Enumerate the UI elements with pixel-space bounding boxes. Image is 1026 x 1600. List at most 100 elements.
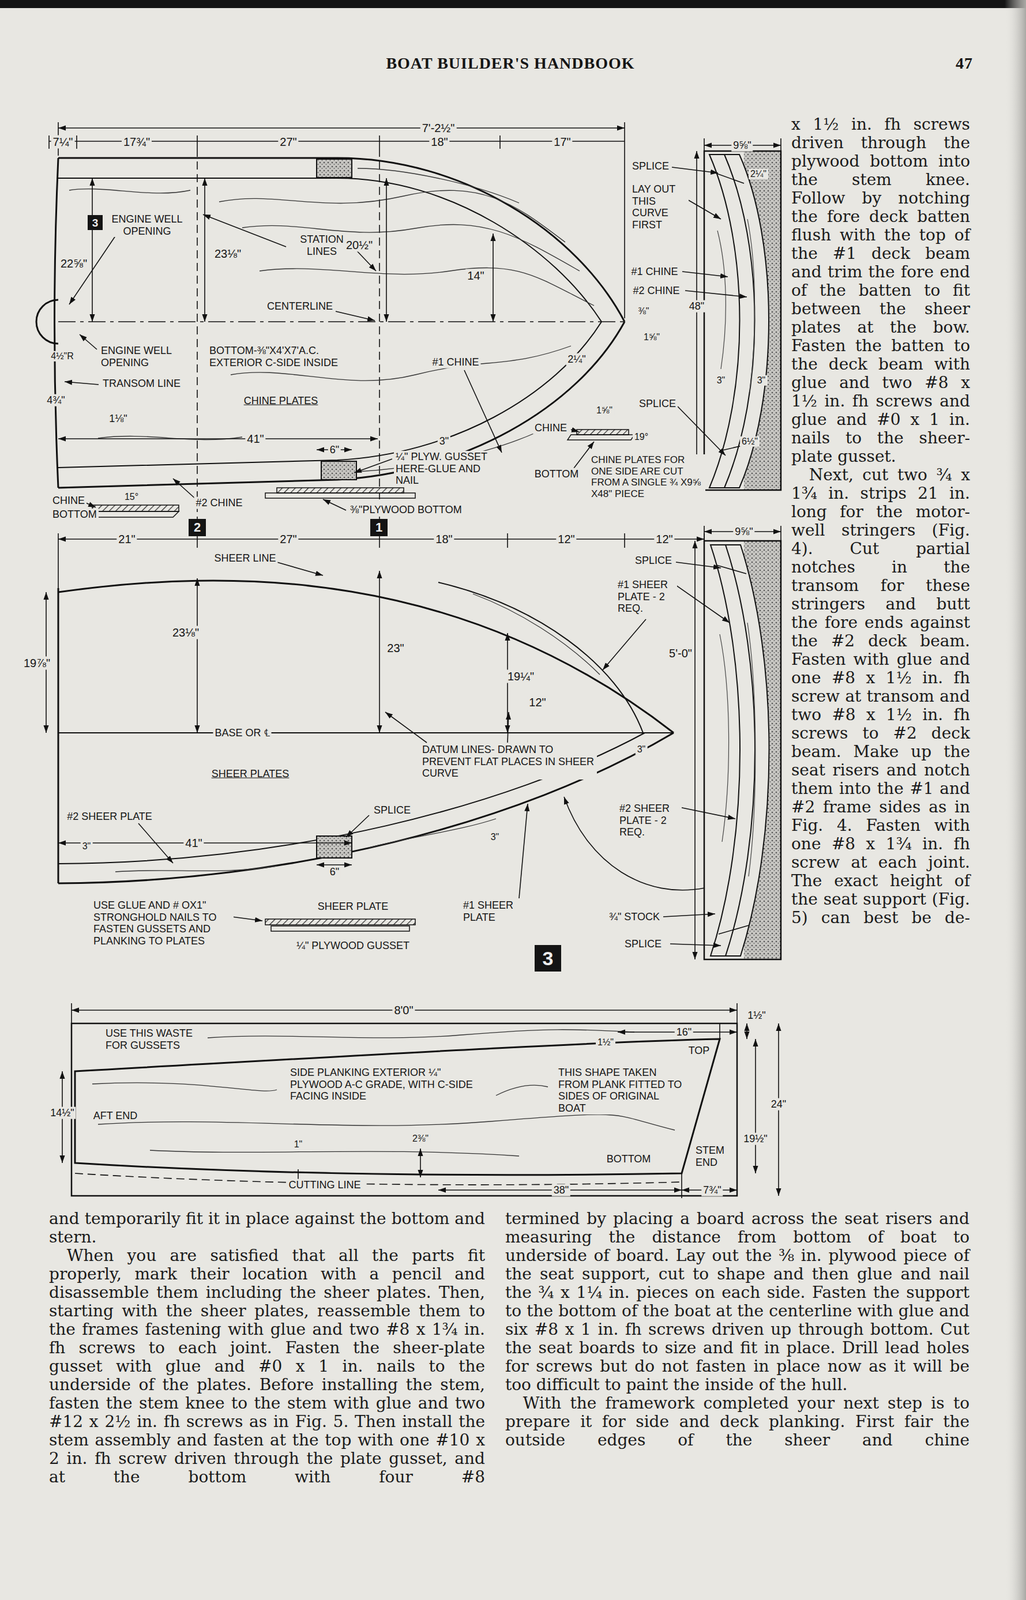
dimension-label: 9⅝": [733, 525, 755, 539]
drawing-note: CHINE: [50, 494, 87, 507]
drawing-note: BOTTOM-⅜"X4'X7'A.C. EXTERIOR C-SIDE INSI…: [207, 344, 356, 369]
dimension-label: BASE OR ℄: [212, 727, 272, 740]
dimension-label: 17": [551, 135, 573, 149]
dimension-label: CHINE: [532, 422, 569, 435]
drawing-note: SIDE PLANKING EXTERIOR ¼" PLYWOOD A-C GR…: [288, 1066, 488, 1103]
running-head: BOAT BUILDER'S HANDBOOK: [384, 54, 637, 73]
dimension-label: 1½": [595, 1037, 616, 1048]
dimension-label: 23": [385, 641, 406, 656]
dimension-label: 6½": [739, 436, 760, 447]
drawing-note: TRANSOM LINE: [100, 377, 183, 390]
callout-number: 3: [542, 948, 554, 969]
dimension-label: 6": [328, 866, 341, 879]
dimension-label: 15°: [122, 491, 141, 503]
callout-number: 3: [92, 217, 99, 229]
drawing-note: THIS SHAPE TAKEN FROM PLANK FITTED TO SI…: [556, 1066, 684, 1115]
dimension-label: 5'-0": [667, 647, 694, 661]
dimension-label: 22⅝": [58, 257, 89, 271]
drawing-note: LAY OUT THIS CURVE FIRST: [630, 183, 689, 232]
dimension-label: SPLICE: [633, 554, 674, 567]
dimension-label: TOP: [686, 1045, 712, 1058]
body-text: and temporarily fit it in place against …: [49, 1209, 486, 1247]
dimension-label: 48": [687, 300, 706, 313]
dimension-label: 18": [433, 532, 454, 547]
dimension-label: BOTTOM: [604, 1153, 653, 1166]
dimension-label: 19¼": [505, 670, 536, 684]
dimension-label: 21": [116, 532, 137, 547]
dimension-label: 41": [245, 432, 266, 446]
dimension-label: 9⅝": [731, 139, 753, 152]
dimension-label: 17¾": [121, 135, 152, 149]
dimension-label: #2 SHEER PLATE: [65, 810, 154, 823]
drawing-note: ENGINE WELL OPENING: [104, 213, 190, 238]
dimension-label: 2¼": [748, 168, 769, 180]
dimension-label: 2⅜": [410, 1133, 431, 1145]
text-column: x 1½ in. fh screws driven through the pl…: [791, 115, 971, 928]
dimension-label: 41": [183, 836, 204, 851]
dimension-label: SPLICE: [630, 160, 671, 173]
dimension-label: 3": [80, 841, 93, 852]
dimension-label: 24": [769, 1098, 788, 1111]
dimension-label: #2 CHINE: [193, 497, 244, 510]
callout-number: 1: [375, 521, 383, 535]
dimension-label: 14": [465, 269, 486, 283]
dimension-label: 4½"R: [49, 351, 75, 362]
dimension-label: 1⅝": [594, 405, 615, 416]
dimension-label: ¼" PLYWOOD GUSSET: [294, 940, 412, 953]
drawing-note: ¼" PLYW. GUSSET HERE-GLUE AND NAIL: [393, 451, 499, 487]
dimension-label: CENTERLINE: [265, 300, 335, 313]
dimension-label: 38": [551, 1184, 571, 1197]
dimension-label: CHINE PLATES: [242, 395, 321, 408]
callout-box: 1: [370, 519, 388, 537]
dimension-label: 27": [277, 532, 299, 547]
dimension-label: 20½": [344, 238, 375, 253]
dimension-label: 3": [635, 744, 648, 755]
dimension-label: 14½": [48, 1107, 76, 1120]
dimension-label: 6": [328, 444, 341, 457]
dimension-label: 7¼": [51, 135, 75, 149]
drawing-note: ENGINE WELL OPENING: [99, 344, 184, 369]
dimension-label: 18": [429, 135, 450, 149]
dimension-label: #1 CHINE: [430, 356, 481, 369]
page-number: 47: [953, 54, 975, 73]
dimension-label: SHEER PLATE: [316, 900, 391, 913]
body-text: termined by placing a board across the s…: [505, 1209, 970, 1395]
dimension-label: SPLICE: [637, 397, 678, 411]
dimension-label: 1⅛": [107, 412, 129, 426]
dimension-label: #1 CHINE: [629, 265, 680, 278]
drawing-note: BOTTOM: [50, 508, 99, 521]
body-text: Next, cut two ¾ x 1¾ in. strips 21 in. l…: [791, 465, 971, 928]
dimension-label: 1½": [745, 1009, 768, 1022]
dimension-label: 2¼": [565, 353, 588, 366]
dimension-label: #2 CHINE: [630, 284, 682, 298]
dimension-label: 19°: [632, 431, 650, 443]
dimension-label: AFT END: [91, 1110, 140, 1123]
dimension-label: SHEER LINE: [212, 552, 278, 565]
drawing-note: CHINE PLATES FOR ONE SIDE ARE CUT FROM A…: [589, 454, 706, 500]
dimension-label: 7'-2½": [420, 121, 457, 135]
dimension-label: 23⅛": [212, 247, 243, 261]
drawing-note: STEM END: [693, 1144, 732, 1169]
dimension-label: 23⅛": [170, 626, 201, 640]
drawing-note: DATUM LINES- DRAWN TO PREVENT FLAT PLACE…: [420, 743, 597, 780]
dimension-label: 16": [674, 1026, 694, 1039]
dimension-label: SPLICE: [622, 938, 664, 951]
callout-box: 3: [87, 215, 103, 231]
dimension-label: ¾" STOCK: [607, 911, 662, 924]
dimension-label: 1": [292, 1139, 305, 1150]
dimension-label: 12": [555, 532, 577, 547]
dimension-label: 7¾": [701, 1184, 723, 1197]
drawing-note: USE GLUE AND # OX1" STRONGHOLD NAILS TO …: [91, 899, 234, 948]
dimension-label: 19½": [741, 1133, 769, 1146]
dimension-label: 27": [277, 135, 299, 149]
drawing-note: USE THIS WASTE FOR GUSSETS: [103, 1027, 206, 1052]
dimension-label: 12": [527, 696, 548, 710]
drawing-note: ⅜"PLYWOOD BOTTOM: [348, 504, 464, 517]
dimension-label: 1⅝": [641, 332, 662, 343]
dimension-label: BOTTOM: [532, 468, 581, 481]
drawing-note: #2 SHEER PLATE - 2 REQ.: [617, 802, 682, 839]
dimension-label: 3": [715, 375, 728, 386]
dimension-label: 4¾": [44, 394, 67, 407]
dimension-label: 12": [654, 532, 675, 547]
dimension-label: 8'0": [392, 1004, 415, 1018]
